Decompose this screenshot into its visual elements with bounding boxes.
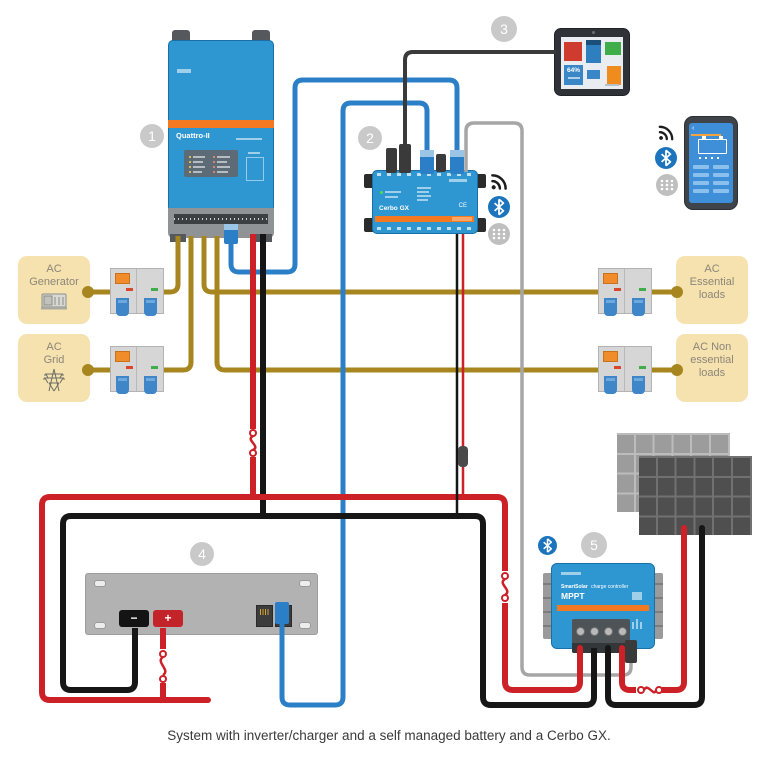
ac-grid-label: AC: [46, 341, 62, 353]
wifi-icon: [658, 125, 674, 141]
inverter-terminal-base: [168, 208, 274, 242]
breaker-non-essential-loads: [598, 346, 652, 394]
camera-dot: [592, 31, 595, 34]
fuse-inverter-positive: [246, 429, 260, 457]
generator-icon: [41, 293, 67, 310]
tile-ac-in: [564, 42, 582, 61]
ac-grid-box: AC Grid: [18, 334, 90, 402]
vrm-portal-icon: [656, 174, 678, 196]
tile-inverter: [586, 40, 601, 63]
ac-non-essential-loads-box: AC Non essential loads: [676, 334, 748, 402]
victron-logo: [605, 84, 619, 86]
vrm-portal-icon: [488, 223, 510, 245]
battery-minus-terminal: −: [119, 610, 149, 627]
mppt-charge-controller: SmartSolar charge controller MPPT: [551, 563, 655, 653]
callout-5: 5: [581, 532, 607, 558]
callout-1: 1: [140, 124, 164, 148]
inverter-dip-diagram: [246, 157, 264, 181]
wire-hdmi-gx-touch: [403, 50, 556, 172]
ac-generator-label: AC: [46, 263, 62, 275]
inverter-model-label: Quattro-II: [176, 131, 210, 140]
inverter-led-panel: [184, 150, 238, 177]
cerbo-body: Cerbo GX CE: [372, 170, 478, 234]
ce-mark: CE: [458, 203, 467, 209]
inline-fuse-cerbo: [458, 446, 468, 467]
ac-essential-loads-box: AC Essential loads: [676, 256, 748, 324]
mppt-orange-stripe: [557, 605, 649, 611]
breaker-essential-loads: [598, 268, 652, 316]
cerbo-bottom-port-labels: [377, 227, 473, 230]
cerbo-model-label: Cerbo GX: [379, 205, 409, 212]
mppt-title: SmartSolar charge controller: [561, 584, 629, 590]
ac-non-essential-loads-label: AC Non: [692, 341, 732, 353]
tile-battery-soc: 64%: [564, 65, 583, 85]
ac-essential-loads-label: AC: [704, 263, 720, 275]
fuse-pv-positive: [636, 683, 663, 697]
mppt-chart-glyph: [632, 592, 642, 600]
victron-logo: [449, 179, 467, 182]
callout-4: 4: [190, 542, 214, 566]
solar-panel-front: [639, 456, 752, 535]
figure-caption: System with inverter/charger and a self …: [167, 728, 611, 743]
managed-battery: − +: [85, 573, 318, 635]
grid-pylon-icon: [43, 368, 65, 392]
wifi-icon: [491, 174, 507, 190]
battery-ethernet-port: [256, 605, 273, 627]
ac-generator-box: AC Generator: [18, 256, 90, 324]
usb-plugs: [386, 144, 446, 173]
callout-2: 2: [358, 126, 382, 150]
tile-ac-loads: [605, 42, 621, 55]
victron-logo: [177, 69, 191, 73]
fuse-battery-positive: [156, 649, 170, 683]
phone-screen: ‹: [689, 123, 733, 203]
bluetooth-icon: [655, 147, 677, 169]
bluetooth-icon: [488, 196, 510, 218]
breaker-grid: [110, 346, 164, 394]
mppt-terminal-block: [572, 619, 630, 653]
cerbo-orange-stripe: [375, 216, 474, 222]
tile-dc-power: [607, 66, 621, 85]
callout-3: 3: [491, 16, 517, 42]
tile-dc-loads: [587, 70, 600, 79]
battery-plus-terminal: +: [153, 610, 183, 627]
battery-ethernet-port: [275, 605, 292, 627]
mppt-model-label: MPPT: [561, 591, 585, 601]
cerbo-port-labels: [377, 173, 473, 176]
back-arrow-icon: ‹: [692, 125, 695, 132]
gx-touch-display: 64%: [554, 28, 630, 96]
inverter-orange-stripe: [168, 120, 274, 128]
battery-graphic: [698, 136, 727, 154]
inverter-spec-text: [236, 138, 262, 140]
fuse-mppt-positive: [498, 571, 512, 603]
breaker-generator: [110, 268, 164, 316]
cerbo-status-led: [380, 191, 383, 194]
gx-touch-screen: 64%: [561, 37, 623, 89]
pager-dots: [699, 157, 723, 159]
bluetooth-icon: [538, 536, 557, 555]
victron-logo: [561, 572, 581, 575]
victronconnect-phone: ‹: [684, 116, 738, 210]
